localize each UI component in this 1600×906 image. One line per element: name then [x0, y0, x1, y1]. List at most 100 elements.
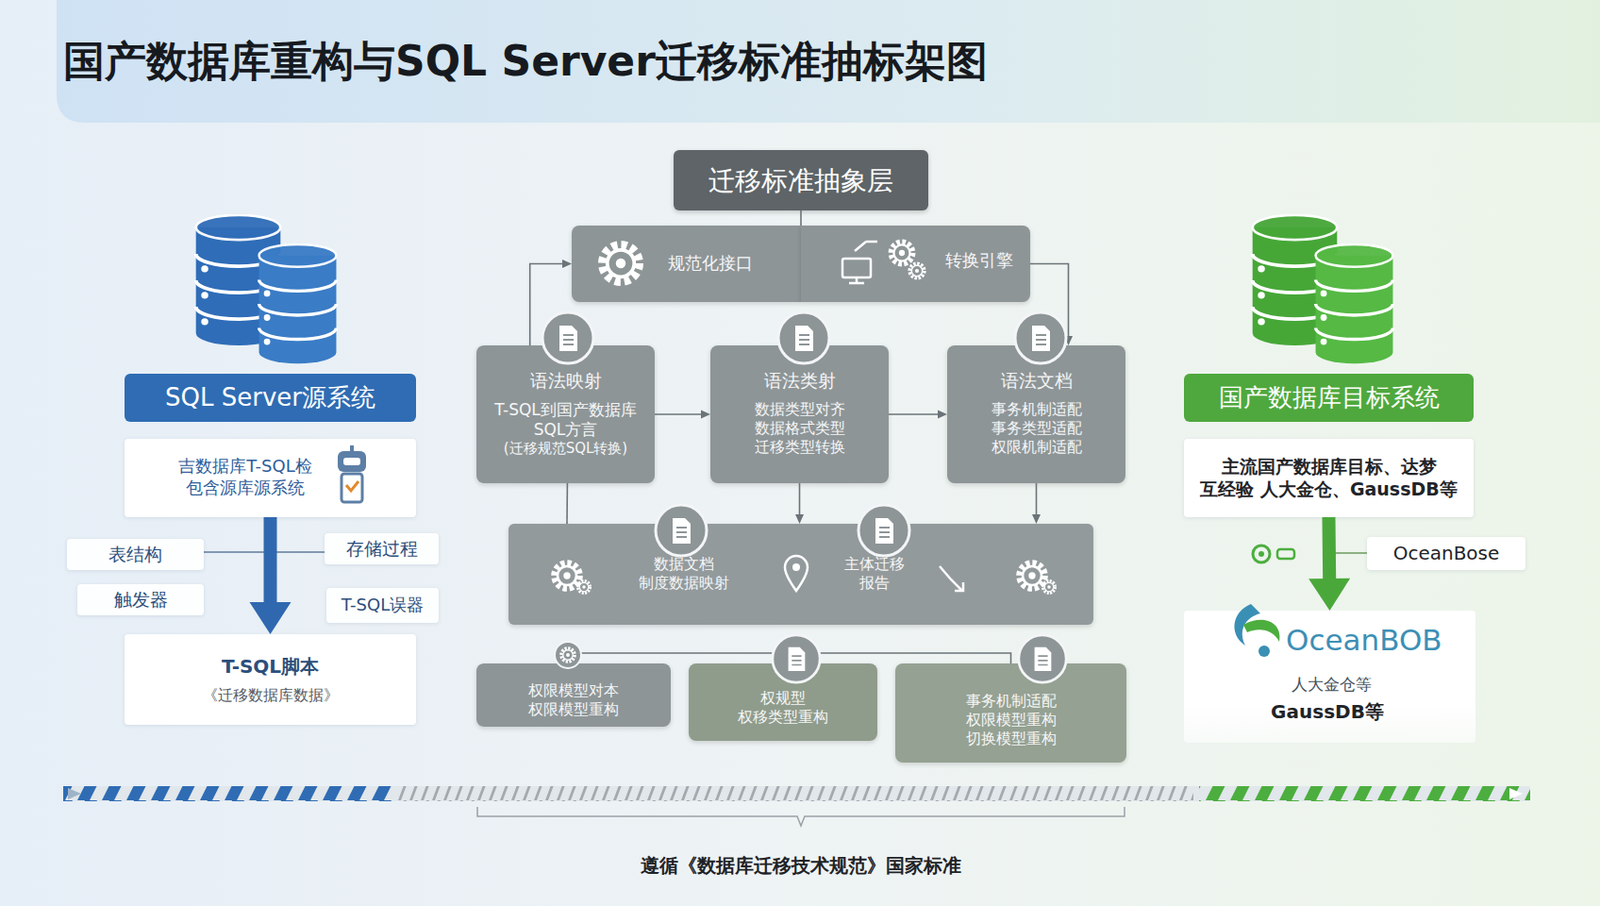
svg-graphic — [542, 312, 594, 364]
title-band — [56, 0, 1600, 123]
node-text: OceanBose — [1393, 541, 1500, 566]
mapping-box: 语法文档事务机制适配 事务类型适配 权限机制适配 — [947, 345, 1126, 484]
node-text: 事务机制适配 事务类型适配 权限机制适配 — [975, 400, 1099, 457]
node-text: 触发器 — [114, 588, 168, 612]
node-text: 《迁移数据库数据》 — [202, 685, 339, 705]
transaction-box: 事务机制适配 权限模型重构 切换模型重构 — [895, 663, 1127, 763]
svg-graphic — [1015, 312, 1067, 364]
svg-graphic — [346, 481, 359, 491]
svg-graphic — [1277, 549, 1295, 559]
diagram-caption: 遵循《数据库迁移技术规范》国家标准 — [423, 852, 1179, 879]
svg-graphic — [1199, 785, 1531, 801]
svg-graphic — [858, 504, 910, 556]
node-text: 表结构 — [108, 543, 163, 567]
node-text: T-SQL脚本 — [221, 654, 319, 679]
connector-line — [566, 483, 568, 524]
node-text: 数据文档 制度数据映射 — [631, 554, 737, 593]
connector — [573, 652, 784, 664]
node-text: 转换引擎 — [936, 250, 1022, 272]
product-box: OceanBose — [1366, 536, 1526, 570]
svg-graphic — [350, 445, 354, 451]
connector — [888, 410, 948, 419]
node-text: T-SQL误器 — [341, 594, 424, 617]
svg-graphic — [890, 241, 913, 264]
node-text: (迁移规范SQL转换) — [482, 439, 650, 458]
node-text: 语法文档 — [1000, 369, 1073, 393]
arrow-head — [795, 514, 804, 524]
node-text: SQL Server源系统 — [165, 382, 376, 414]
node-text: 人大金仓等 — [1274, 674, 1388, 695]
node-text: 国产数据库目标系统 — [1218, 382, 1440, 414]
connector-line — [800, 210, 802, 226]
node-text: 事务机制适配 权限模型重构 切换模型重构 — [950, 691, 1073, 749]
pin-icon — [784, 555, 808, 591]
svg-graphic — [1258, 645, 1270, 657]
connector — [1032, 483, 1041, 524]
node-text: 主体迁移 报告 — [841, 554, 908, 593]
svg-graphic — [578, 581, 591, 594]
connector — [1308, 516, 1350, 611]
object-box: T-SQL误器 — [326, 587, 439, 623]
arrow-head — [250, 601, 292, 634]
permission-box: 权规型 权移类型重构 — [688, 663, 878, 741]
svg-graphic — [842, 258, 871, 278]
node-text: GaussDB等 — [1270, 700, 1384, 724]
svg-graphic — [1258, 550, 1265, 557]
source-database-icon — [196, 215, 337, 364]
node-text: 规范化接口 — [658, 252, 763, 275]
rules-box: 数据文档 制度数据映射 主体迁移 报告 — [508, 523, 1094, 625]
engine-box: 转换引擎 — [800, 225, 1031, 302]
arrow-head — [562, 259, 572, 268]
connector-line — [1035, 483, 1038, 516]
connector-line — [573, 652, 784, 664]
connector-line — [799, 483, 801, 516]
layer-header: 迁移标准抽象层 — [673, 150, 929, 211]
svg-graphic — [772, 634, 820, 683]
node-text: 语法映射 — [530, 369, 602, 393]
svg-graphic — [398, 785, 1194, 801]
target-desc-box: 主流国产数据库目标、达梦 互经验 人大金仓、GaussDB等 — [1183, 438, 1474, 517]
svg-graphic — [602, 245, 640, 283]
bracket — [477, 806, 1125, 826]
node-text: 数据类型对齐 数据格式类型 迁移类型转换 — [738, 400, 862, 457]
svg-graphic — [1043, 581, 1056, 594]
target-database-icon — [1252, 215, 1394, 364]
svg-graphic — [778, 312, 830, 364]
svg-graphic — [259, 244, 337, 364]
connector — [250, 516, 292, 634]
badge-icons — [542, 312, 1067, 683]
svg-graphic — [63, 785, 1531, 801]
svg-graphic — [1018, 562, 1045, 588]
svg-graphic — [63, 785, 393, 801]
svg-graphic — [554, 641, 582, 668]
product-logo-box: OceanBOB人大金仓等GaussDB等 — [1183, 610, 1476, 743]
object-box: 表结构 — [66, 538, 204, 570]
arrow-head — [937, 410, 948, 419]
svg-graphic — [67, 787, 82, 800]
svg-graphic — [1234, 603, 1261, 646]
arrow-head — [1064, 335, 1073, 346]
node-text: 语法类射 — [764, 369, 836, 393]
connector — [783, 652, 1012, 664]
svg-graphic — [1316, 244, 1394, 364]
svg-graphic — [1243, 619, 1281, 642]
oceanbase-logo — [1234, 603, 1281, 657]
connector-line — [654, 413, 702, 416]
mapping-box: 语法映射 T-SQL到国产数据库SQL方言(迁移规范SQL转换) — [476, 345, 655, 484]
diagram-title: 国产数据库重构与SQL Server迁移标准抽标架图 — [63, 33, 988, 90]
source-band: SQL Server源系统 — [124, 373, 417, 422]
connector-line — [1030, 264, 1069, 338]
arrow-head — [700, 410, 711, 419]
svg-graphic — [909, 263, 925, 279]
mapping-box: 语法类射数据类型对齐 数据格式类型 迁移类型转换 — [710, 345, 889, 484]
progress-band — [63, 785, 1531, 801]
svg-graphic — [1509, 787, 1523, 800]
connector — [800, 210, 802, 226]
node-text: T-SQL到国产数据库SQL方言 — [485, 400, 647, 441]
svg-graphic — [553, 562, 580, 588]
arrow-head — [1308, 578, 1350, 611]
connector — [566, 483, 568, 524]
node-text: 吉数据库T-SQL检 包含源库源系统 — [150, 455, 340, 499]
connector — [1030, 264, 1073, 347]
connector — [795, 483, 804, 524]
